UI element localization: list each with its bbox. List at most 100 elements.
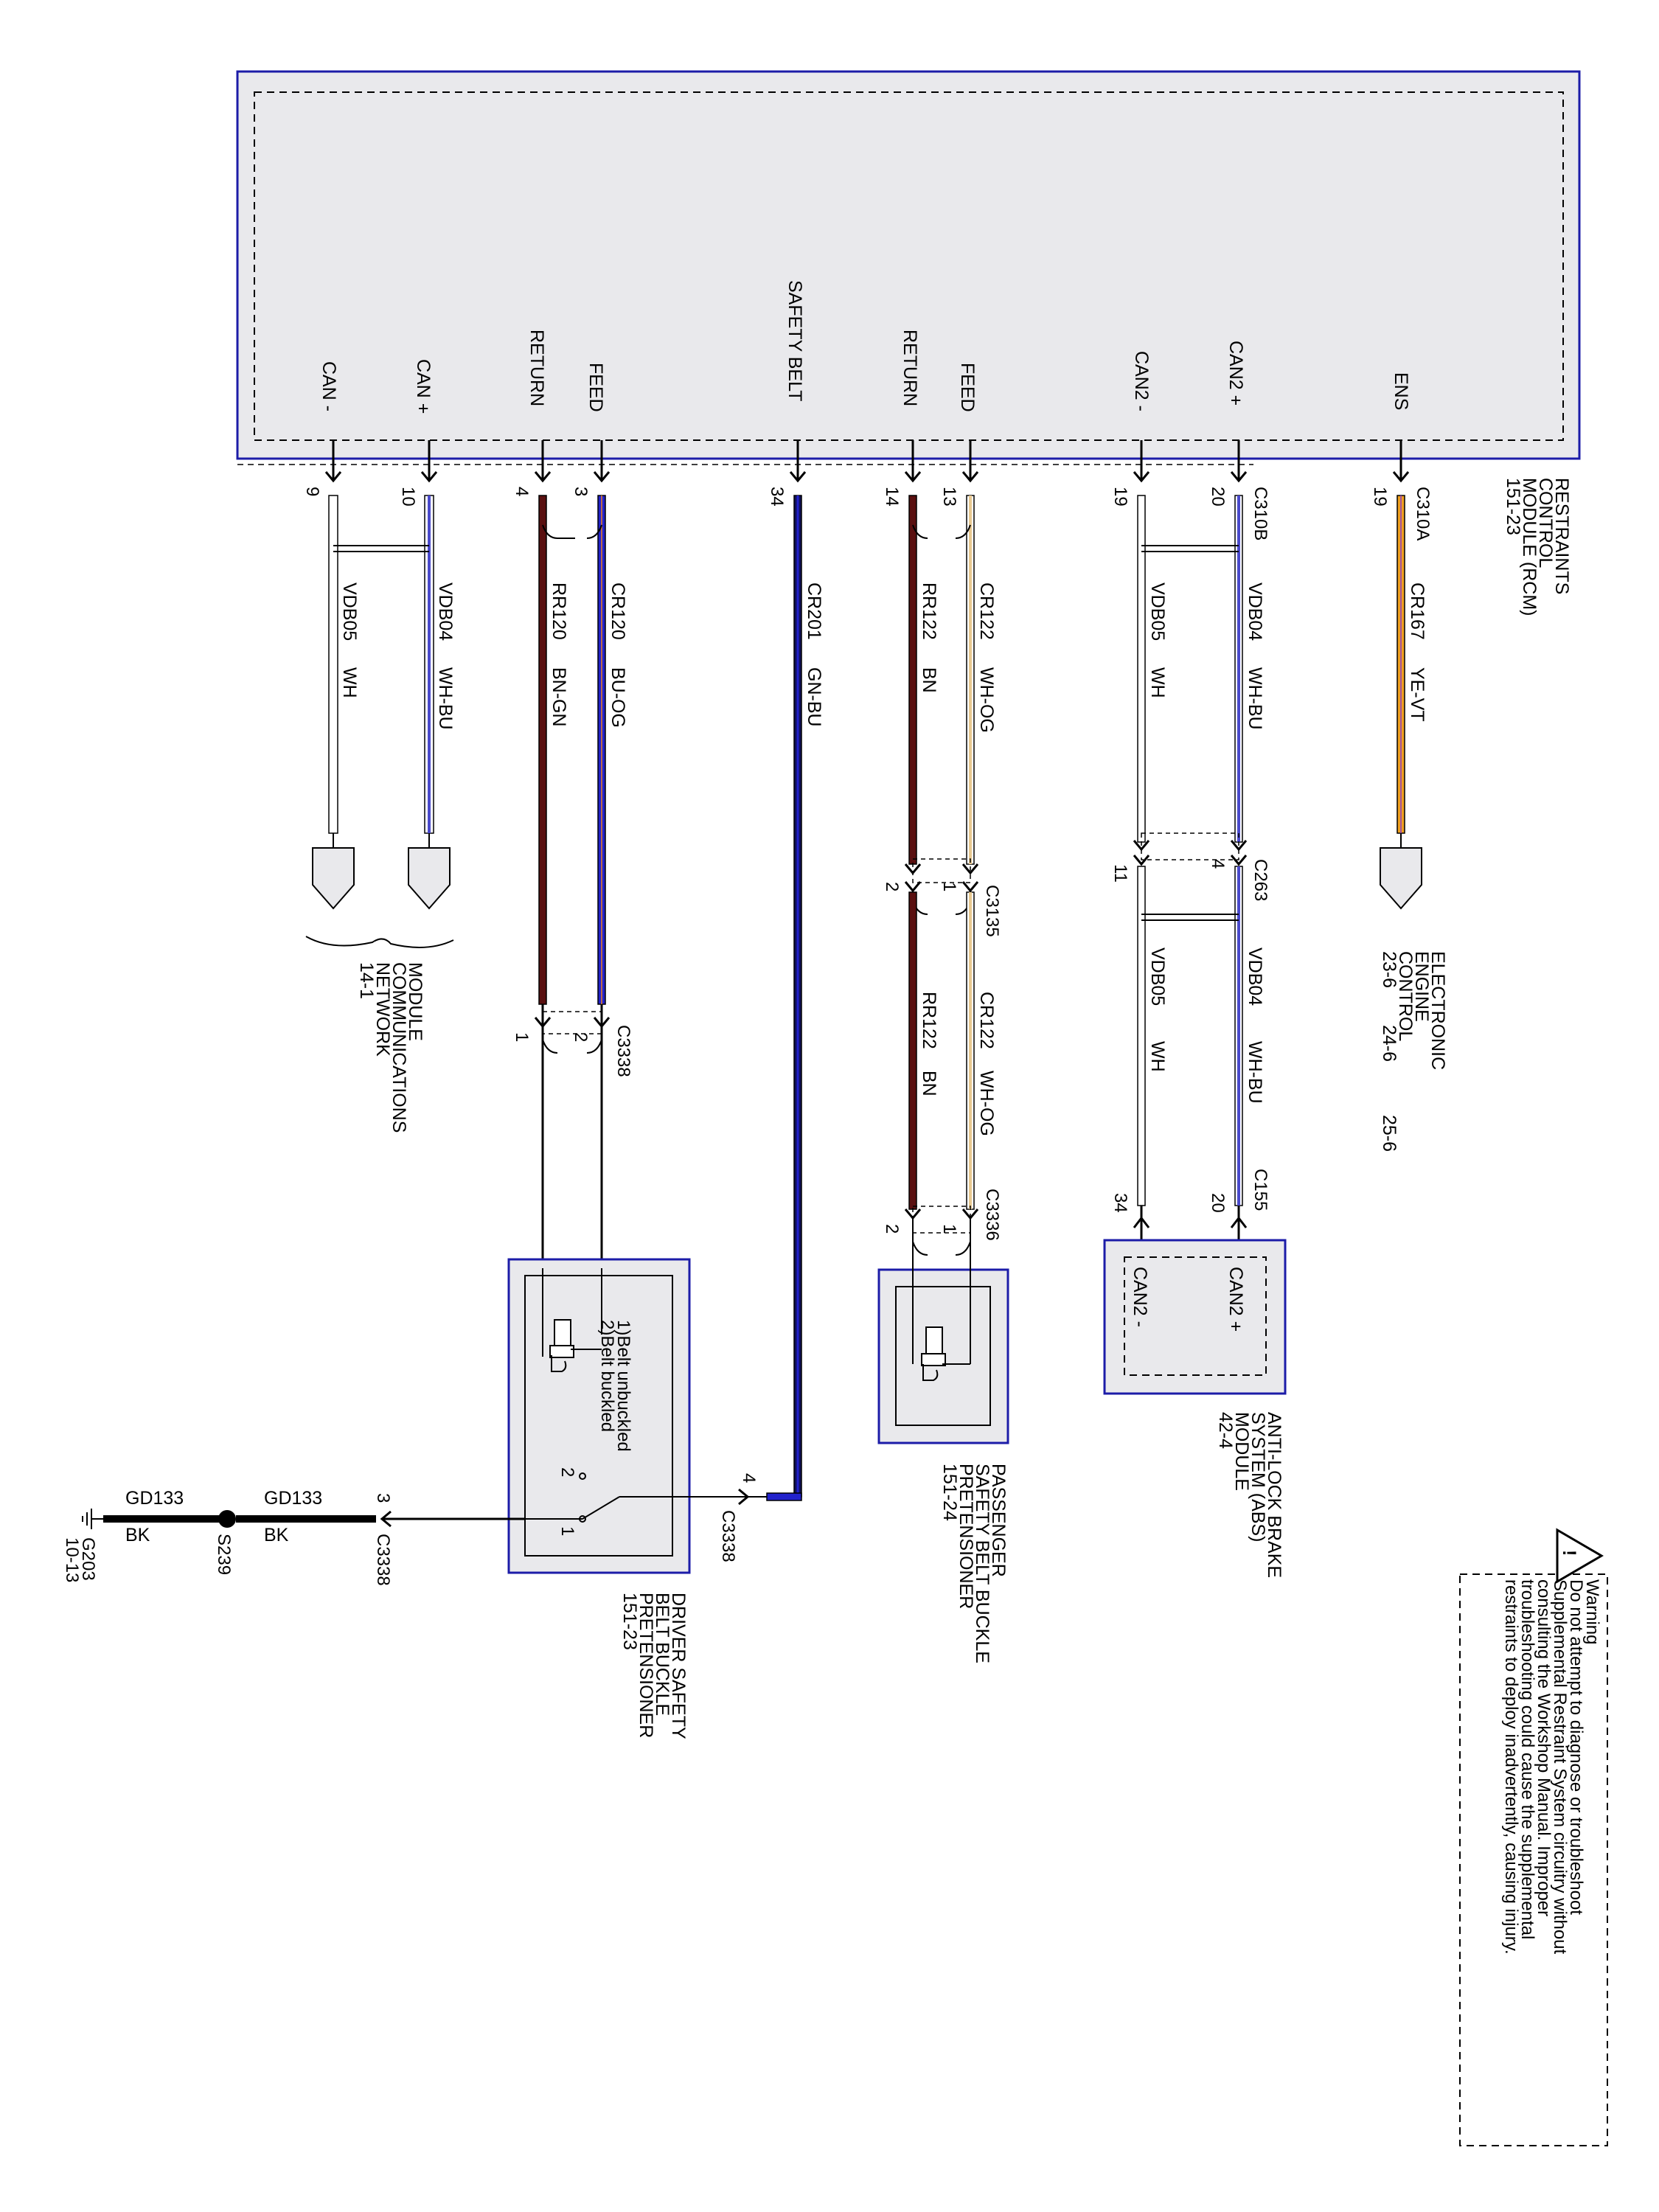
splice-s239 [218,1510,236,1528]
wire-label-cr122-1: CR122 [976,582,997,640]
pin-num-c3338-right: 2 [571,1032,591,1042]
pin-num-feed2: 13 [939,487,959,507]
driver-buckle-states: 1)Belt unbuckled 2)Belt buckled [597,1320,633,1456]
connector-c3338-top: C3338 [613,1025,633,1077]
mcn-label: MODULE COMMUNICATIONS NETWORK 14-1 [356,962,425,1138]
pin-num-c3336-left: 2 [882,1224,902,1234]
wire-label-cr201: CR201 [804,582,824,640]
warning-text: Warning Do not attempt to diagnose or tr… [1501,1579,1602,1959]
rcm-module-name: RESTRAINTS CONTROL MODULE (RCM) 151-23 [1503,478,1572,621]
c263-dash-box [1141,832,1239,860]
c3336-chevrons [904,1208,979,1220]
driver-buckle-label: DRIVER SAFETY BELT BUCKLE PRETENSIONER 1… [619,1593,689,1744]
driver-buckle-magnet-icon [549,1345,574,1358]
connector-c310a: C310A [1413,487,1433,540]
wire-label-whbu-1: WH-BU [435,667,456,730]
rcm-module-inner-dashed [254,91,1564,441]
warning-triangle-icon [1556,1528,1604,1584]
wire-label-vdb04-2: VDB04 [1245,582,1265,641]
wire-rr122-upper [908,495,917,865]
pin-num-belt: 34 [767,487,787,507]
connector-c155: C155 [1251,1169,1270,1211]
c3338-driver-connector [534,1004,611,1029]
wire-vdb05-abs-upper [1137,495,1146,843]
rcm-pin-return-passenger: RETURN [900,330,920,406]
rcm-pin-can2-plus: CAN2 + [1225,341,1246,406]
connector-c263: C263 [1251,859,1270,901]
pin-num-c155-left: 34 [1110,1193,1130,1213]
rcm-module-box [236,70,1581,460]
wire-label-whog-2: WH-OG [976,1071,997,1136]
wire-vdb05-abs-lower [1137,866,1146,1206]
pin-num-ret2: 14 [882,487,902,507]
pin-num-can2m: 19 [1110,487,1130,507]
c3338-driver-dash-box [542,1011,602,1034]
c3338-ground-chevron [380,1510,392,1528]
pin-num-c263-left: 11 [1110,864,1130,883]
c3135-chevrons [904,863,979,893]
warning-symbol: ! [1559,1550,1579,1556]
rcm-connector-chevrons [324,471,1410,483]
passenger-buckle-label: PASSENGER SAFETY BELT BUCKLE PRETENSIONE… [939,1464,1009,1669]
wire-label-whog-1: WH-OG [976,667,997,733]
pin-num-c3338-belt: 4 [739,1473,759,1483]
passenger-buckle-hook-icon [922,1364,939,1381]
splice-label: S239 [214,1534,234,1575]
twist-abs-bottom [1141,914,1239,921]
pin-num-c263-right: 4 [1208,859,1228,869]
mcn-terminal-can-plus [408,847,451,910]
connector-c3336: C3336 [982,1189,1002,1241]
abs-pin-can2-plus: CAN2 + [1225,1267,1246,1332]
rcm-pin-stubs [332,440,1402,479]
pin-num-c3135-right: 1 [939,882,959,891]
wire-label-gd133-a: GD133 [125,1488,184,1509]
mcn-brace [305,936,454,948]
wire-label-wh-1: WH [339,667,360,698]
pin-num-can2p: 20 [1208,487,1228,507]
wire-label-whbu-2: WH-BU [1245,667,1265,730]
wire-label-cr167: CR167 [1407,582,1427,640]
wire-label-bngn: BN-GN [549,667,569,727]
wire-gd133-b [236,1515,376,1523]
wire-label-bn-2: BN [919,1071,939,1096]
ground-icon [82,1509,103,1529]
connector-c310b: C310B [1251,487,1270,540]
wire-label-vdb05-1: VDB05 [339,582,360,641]
wire-rr120 [538,495,547,1005]
wire-label-bn-1: BN [919,667,939,693]
wire-label-yevt: YE-VT [1407,667,1427,722]
ground-label: G203 10-13 [62,1537,98,1585]
wire-label-wh-2: WH [1147,667,1168,698]
driver-switch-pin-2: 2 [557,1467,577,1477]
connector-c3135: C3135 [982,885,1002,937]
connector-c3338-mid: C3338 [718,1510,738,1562]
rcm-pin-ens: ENS [1391,372,1411,410]
pin-num-ens: 19 [1370,487,1390,507]
c3135-dash-box [912,858,971,883]
wire-gd133-a [103,1515,221,1523]
warning-box [1459,1573,1608,2146]
wire-label-gd133-b: GD133 [264,1488,322,1509]
driver-switch-pin-1: 1 [557,1526,577,1536]
eec-label: ELECTRONIC ENGINE CONTROL [1395,951,1448,1075]
wire-label-rr122-2: RR122 [919,992,939,1049]
driver-buckle-switch [525,1472,767,1523]
wire-label-vdb05-2: VDB05 [1147,582,1168,641]
wire-label-bk-a: BK [125,1525,150,1545]
wire-label-whbu-3: WH-BU [1245,1041,1265,1104]
tp-symbol-driver-top [542,524,602,539]
pin-num-c3336-right: 1 [939,1224,959,1234]
tp-symbol-pass-c3336 [912,1241,971,1256]
tp-symbol-pass-top [912,524,971,539]
rcm-pin-return-driver: RETURN [526,330,547,406]
rcm-pin-safety-belt: SAFETY BELT [785,280,805,401]
wire-label-vdb05-3: VDB05 [1147,947,1168,1006]
pin-num-c155-right: 20 [1208,1193,1228,1213]
wire-label-cr120: CR120 [608,582,628,640]
rcm-pin-feed-driver: FEED [585,363,606,412]
rcm-pin-feed-passenger: FEED [957,363,978,412]
wire-label-vdb04-3: VDB04 [1245,947,1265,1006]
abs-pin-can2-minus: CAN2 - [1130,1267,1150,1327]
driver-buckle-hook-icon [551,1355,567,1372]
